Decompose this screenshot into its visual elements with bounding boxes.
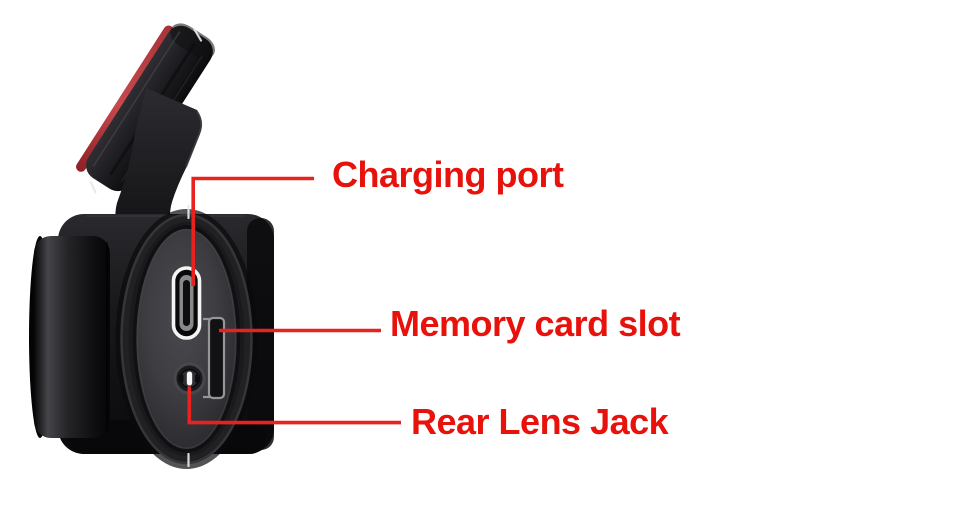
adhesive-stripe [76,25,174,172]
lens-barrel [29,236,110,438]
mount-arm [115,88,203,228]
label-memory-card-slot: Memory card slot [390,303,681,344]
rear-lens-jack-socket [173,362,206,395]
charging-port-usb-c [171,266,202,340]
leader-lines [187,176,401,425]
label-charging-port: Charging port [332,154,564,195]
leader-line-rear-lens-jack [187,386,401,425]
leader-line-charging-port [191,176,314,286]
memory-card-slot-cutout [203,316,226,400]
label-rear-lens-jack: Rear Lens Jack [411,401,669,442]
highlight-ticks [89,28,203,468]
